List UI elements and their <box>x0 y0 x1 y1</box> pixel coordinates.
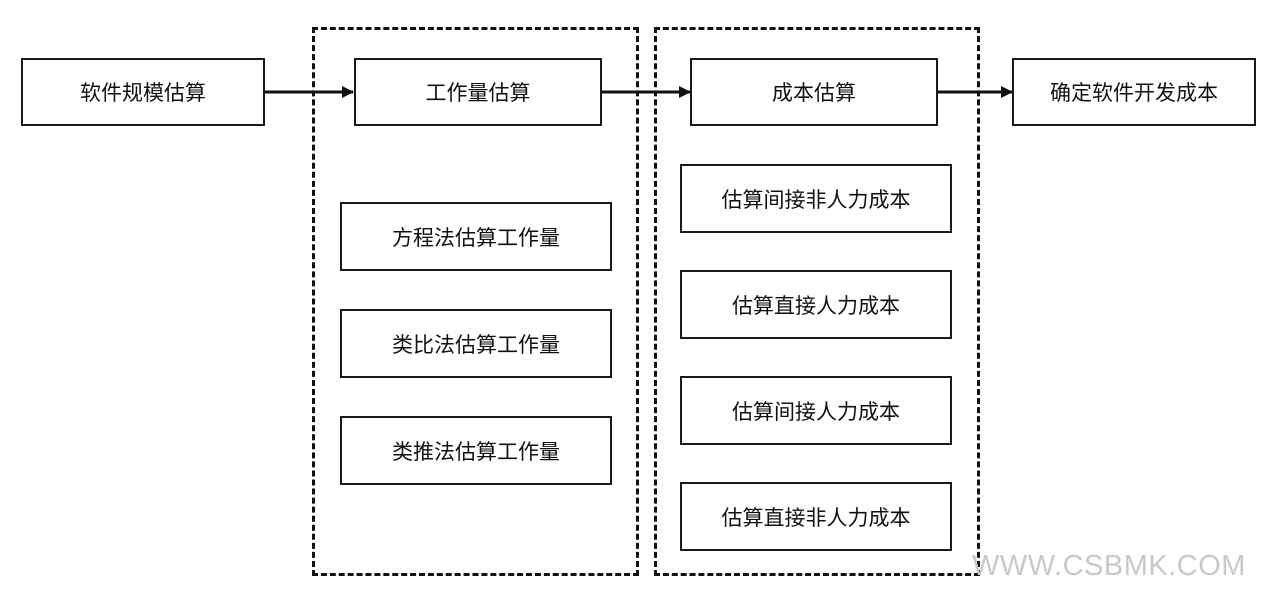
extrapolation-method-node: 类推法估算工作量 <box>340 416 612 485</box>
effort-estimation-node: 工作量估算 <box>354 58 602 126</box>
determine-dev-cost-node: 确定软件开发成本 <box>1012 58 1256 126</box>
watermark-text: WWW.CSBMK.COM <box>972 550 1246 582</box>
analogy-method-node: 类比法估算工作量 <box>340 309 612 378</box>
direct-labor-cost-node: 估算直接人力成本 <box>680 270 952 339</box>
cost-estimation-node: 成本估算 <box>690 58 938 126</box>
indirect-labor-cost-node: 估算间接人力成本 <box>680 376 952 445</box>
direct-nonlabor-cost-node: 估算直接非人力成本 <box>680 482 952 551</box>
indirect-nonlabor-cost-node: 估算间接非人力成本 <box>680 164 952 233</box>
software-size-estimation-node: 软件规模估算 <box>21 58 265 126</box>
effort-estimation-group <box>312 27 639 576</box>
cost-estimation-group <box>654 27 980 576</box>
equation-method-node: 方程法估算工作量 <box>340 202 612 271</box>
